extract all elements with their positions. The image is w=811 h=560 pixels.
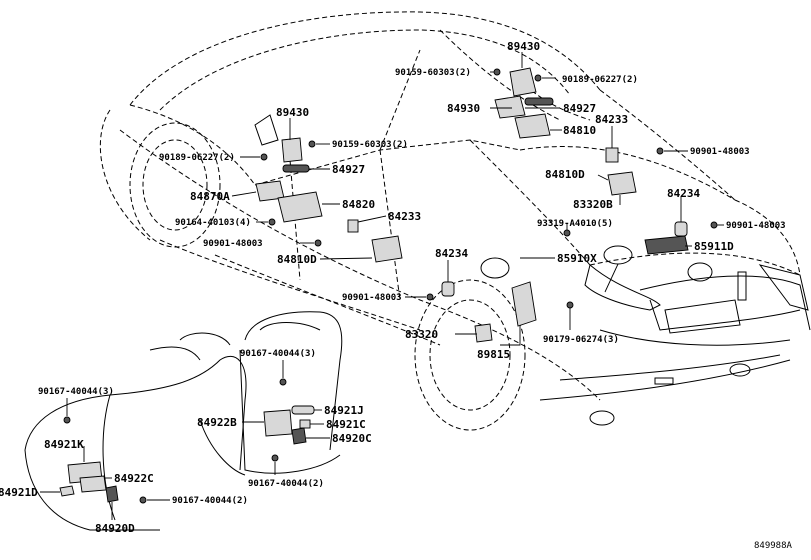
label-90167-bot: 90167-40044(2): [172, 496, 248, 506]
label-84921d: 84921D: [0, 486, 38, 499]
label-84810d-mid: 84810D: [277, 253, 317, 266]
part-84233-mid: [347, 219, 359, 233]
label-84820: 84820: [342, 198, 375, 211]
label-89430-top: 89430: [507, 40, 540, 53]
label-90167-botmid: 90167-40044(2): [248, 479, 324, 489]
label-84921c: 84921C: [326, 418, 366, 431]
label-90159-top: 90159-60303(2): [395, 68, 471, 78]
part-84922b: [263, 409, 293, 437]
part-89815: [511, 281, 537, 327]
label-90167-top: 90167-40044(3): [240, 349, 316, 359]
part-84920d: [105, 485, 119, 503]
label-84921j: 84921J: [324, 404, 364, 417]
part-89430-top: [509, 67, 537, 97]
part-84810-top: [514, 113, 551, 139]
screw-90159-top: [493, 68, 501, 76]
label-90901-c: 90901-48003: [203, 239, 263, 249]
label-90164: 90164-40103(4): [175, 218, 251, 228]
screw-90167-bot: [139, 496, 147, 504]
screw-90164: [268, 218, 276, 226]
seats: [24, 311, 343, 531]
part-84920c: [291, 427, 307, 445]
part-84921c: [299, 419, 311, 429]
label-84233-top: 84233: [595, 113, 628, 126]
screw-93319: [563, 229, 571, 237]
label-84810-top: 84810: [563, 124, 596, 137]
part-84921d: [59, 485, 75, 497]
label-85910x: 85910X: [557, 252, 597, 265]
screw-90901-b: [710, 221, 718, 229]
label-84870a: 84870A: [190, 190, 230, 203]
label-85911d: 85911D: [694, 240, 734, 253]
part-84930: [494, 95, 526, 119]
part-84921j: [291, 405, 315, 415]
label-90901-d: 90901-48003: [342, 293, 402, 303]
part-84820: [277, 191, 323, 223]
parts-shapes: [255, 67, 718, 343]
label-90901-b: 90901-48003: [726, 221, 786, 231]
label-89815: 89815: [477, 348, 510, 361]
label-84233-mid: 84233: [388, 210, 421, 223]
label-84810d-top: 84810D: [545, 168, 585, 181]
label-93319: 93319-A4010(5): [537, 219, 613, 229]
part-89430-left: [281, 137, 303, 163]
label-84922c: 84922C: [114, 472, 154, 485]
screw-90901-c: [314, 239, 322, 247]
screw-90179: [566, 301, 574, 309]
screw-90167-top: [279, 378, 287, 386]
part-84810d-top: [607, 171, 637, 196]
screw-90167-botmid: [271, 454, 279, 462]
label-90189-left: 90189-06227(2): [159, 153, 235, 163]
label-84927-left: 84927: [332, 163, 365, 176]
label-83320b: 83320B: [573, 198, 613, 211]
label-90179: 90179-06274(3): [543, 335, 619, 345]
diagram-code: 849988A: [754, 541, 793, 551]
label-84922b: 84922B: [197, 416, 237, 429]
label-90901-a: 90901-48003: [690, 147, 750, 157]
leader-lines: [40, 52, 724, 520]
car-body-outline: [99, 11, 811, 431]
part-85910x: [603, 245, 633, 265]
part-84927-left: [282, 164, 310, 173]
label-89430-left: 89430: [276, 106, 309, 119]
label-83320: 83320: [405, 328, 438, 341]
part-84922c: [79, 475, 107, 493]
part-84234-mid: [441, 281, 455, 297]
label-84927-top: 84927: [563, 102, 596, 115]
screw-90189-top: [534, 74, 542, 82]
label-84920c: 84920C: [332, 432, 372, 445]
label-84930: 84930: [447, 102, 480, 115]
part-labels: 89430 90159-60303(2) 90189-06227(2) 8493…: [0, 40, 793, 551]
screw-90189-left: [260, 153, 268, 161]
part-84233-top: [605, 147, 619, 163]
label-84920d: 84920D: [95, 522, 135, 535]
screw-90167-left: [63, 416, 71, 424]
label-84234-right: 84234: [667, 187, 700, 200]
part-84810d-mid: [371, 235, 403, 263]
screw-90159-left: [308, 140, 316, 148]
screw-90901-a: [656, 147, 664, 155]
label-90189-top: 90189-06227(2): [562, 75, 638, 85]
part-83320: [474, 323, 493, 343]
part-84234-right: [674, 221, 688, 237]
label-90159-left: 90159-60303(2): [332, 140, 408, 150]
part-84927-top: [524, 97, 554, 106]
label-90167-left: 90167-40044(3): [38, 387, 114, 397]
label-84921k: 84921K: [44, 438, 84, 451]
part-85911d: [644, 235, 689, 255]
label-84234-mid: 84234: [435, 247, 468, 260]
screw-90901-d: [426, 293, 434, 301]
